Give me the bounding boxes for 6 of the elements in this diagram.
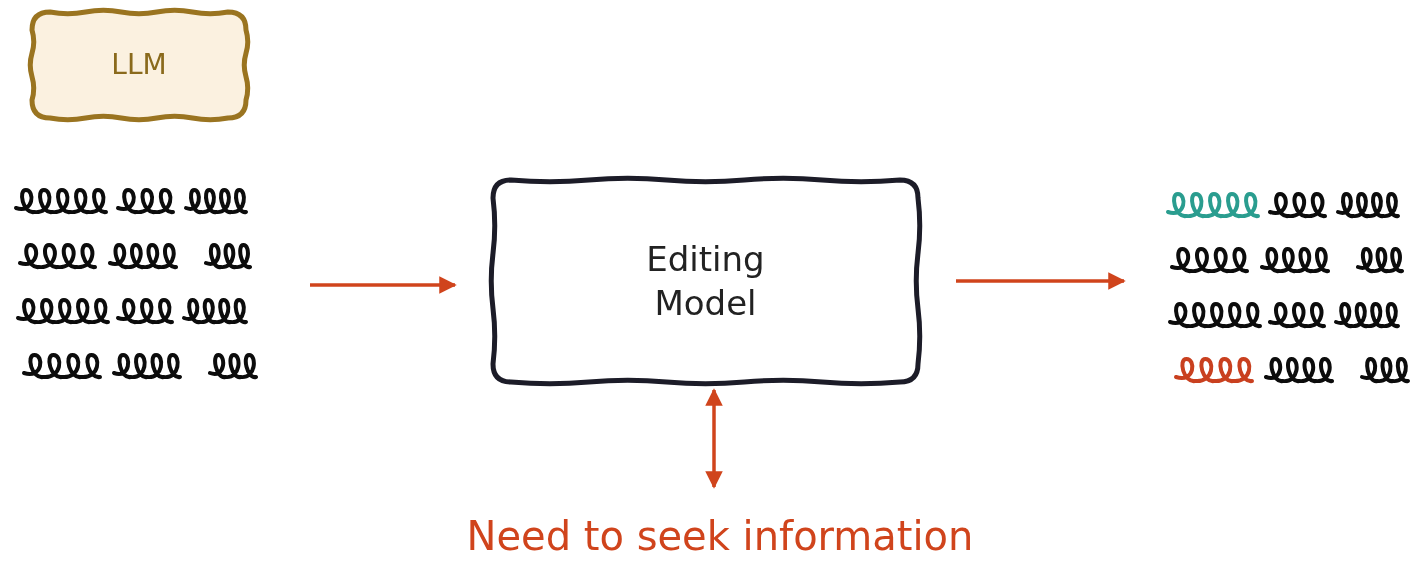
arrow (705, 388, 723, 489)
arrow (956, 272, 1126, 290)
node-label: Editing Model (645, 237, 766, 325)
caption-text: Need to seek information (466, 512, 974, 561)
node-label: LLM (111, 46, 167, 83)
arrow (310, 276, 457, 294)
